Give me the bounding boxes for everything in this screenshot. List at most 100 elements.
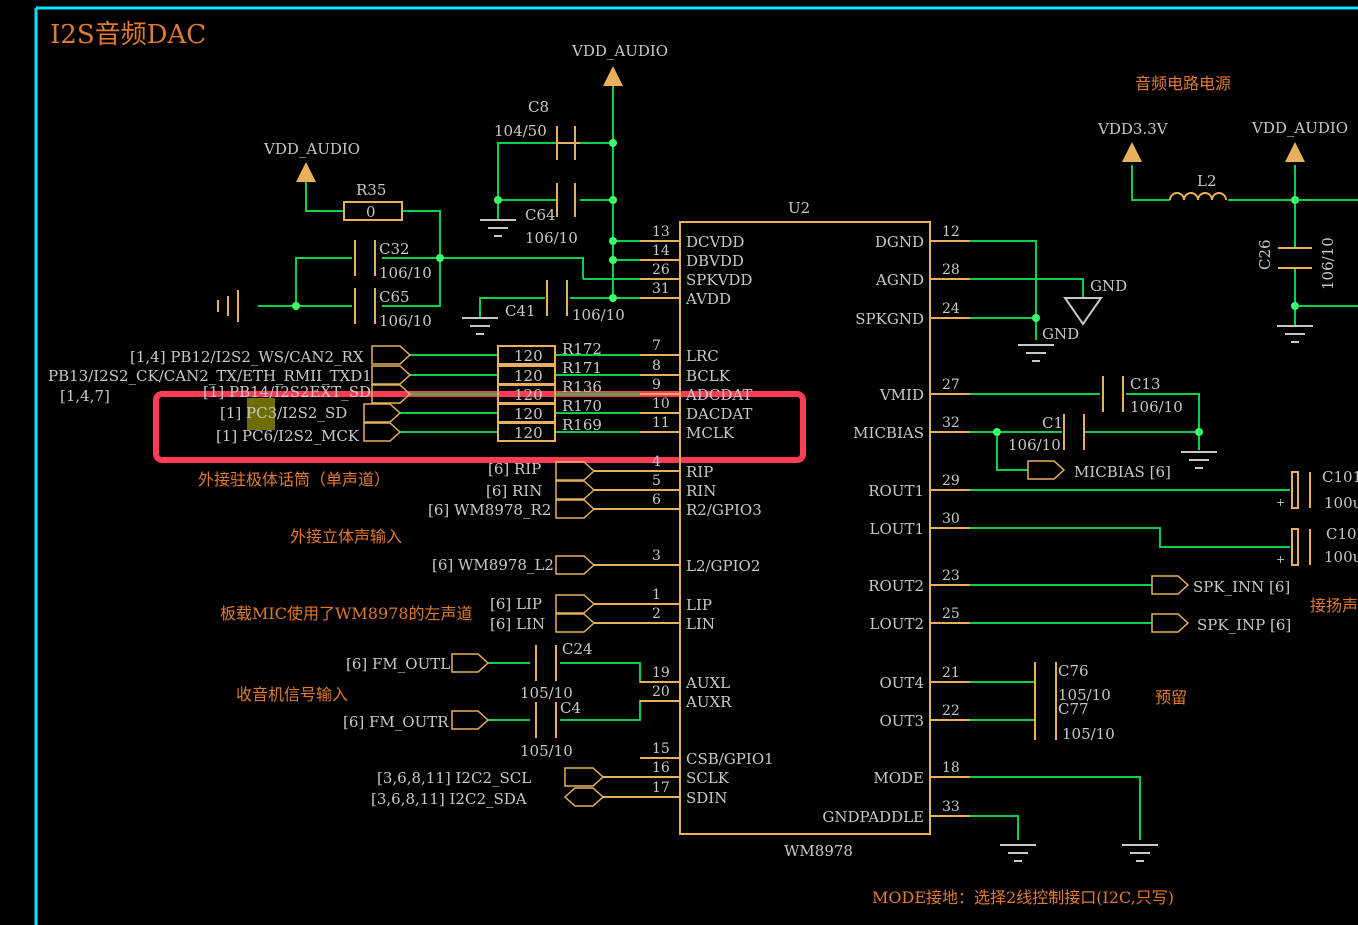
r169-ref: R169 (562, 416, 602, 434)
pin-number: 4 (652, 454, 661, 470)
r170-value: 120 (514, 405, 543, 423)
pin-number: 33 (942, 799, 960, 815)
c65-value: 106/10 (379, 312, 432, 330)
pin-name: ADCDAT (685, 386, 752, 404)
c64-value: 106/10 (525, 229, 578, 247)
pin-number: 10 (652, 396, 670, 412)
pin-number: 32 (942, 415, 960, 431)
pin-name: SPKGND (855, 310, 924, 328)
c26-value: 106/10 (1319, 237, 1337, 290)
r169-value: 120 (514, 424, 543, 442)
pin-name: SPKVDD (686, 271, 752, 289)
chip-right-pins: 12DGND28AGND24SPKGND27VMID32MICBIAS29ROU… (822, 224, 970, 826)
net-scl: [3,6,8,11] I2C2_SCL (377, 769, 531, 787)
polarity-marks: + + (1276, 496, 1285, 566)
pin-name: AUXR (685, 693, 732, 711)
comments: 音频电路电源 外接驻极体话筒（单声道） 外接立体声输入 板载MIC使用了WM89… (198, 74, 1358, 907)
chip-ref: U2 (788, 199, 810, 217)
pin-name: ROUT1 (868, 482, 924, 500)
r171-ref: R171 (562, 359, 602, 377)
pin-name: LOUT1 (870, 520, 924, 538)
gnd-dgnd: GND (1042, 325, 1079, 343)
pin-name: DACDAT (686, 405, 752, 423)
net-pb13-sheets: [1,4,7] (60, 387, 110, 405)
c4-ref: C4 (560, 699, 581, 717)
pin-name: RIN (686, 482, 716, 500)
pin-name: AGND (875, 271, 924, 289)
net-pc6: [1] PC6/I2S2_MCK (216, 427, 360, 445)
c41-value: 106/10 (572, 306, 625, 324)
pin-name: LIN (686, 615, 715, 633)
pc3-highlight (247, 398, 275, 430)
net-r2: [6] WM8978_R2 (428, 501, 551, 519)
c64-ref: C64 (525, 206, 556, 224)
pin-name: ROUT2 (868, 577, 924, 595)
c101-ref: C101 (1322, 468, 1358, 486)
r170-ref: R170 (562, 397, 602, 415)
pin-name: LOUT2 (870, 615, 924, 633)
ground-symbols (462, 219, 1313, 862)
r35-value: 0 (366, 203, 376, 221)
c1-value: 106/10 (1008, 436, 1061, 454)
pin-name: BCLK (686, 367, 731, 385)
pin-name: CSB/GPIO1 (686, 750, 774, 768)
comment-mode: MODE接地：选择2线控制接口(I2C,只写) (872, 888, 1174, 907)
net-fm-outl: [6] FM_OUTL (346, 655, 450, 673)
pin-name: SCLK (686, 769, 730, 787)
net-rip: [6] RIP (488, 460, 541, 478)
net-pb14: [1] PB14/I2S2EXT_SD (203, 383, 371, 401)
pin-name: AVDD (685, 290, 731, 308)
c24-ref: C24 (562, 640, 593, 658)
c76-ref: C76 (1058, 662, 1089, 680)
pin-number: 15 (652, 741, 670, 757)
c77-ref: C77 (1058, 700, 1089, 718)
comment-ext-mic: 外接驻极体话筒（单声道） (198, 470, 390, 489)
junctions (292, 139, 1299, 436)
c24-value: 105/10 (520, 684, 573, 702)
c8-value: 104/50 (494, 122, 547, 140)
pin-number: 19 (652, 665, 670, 681)
net-fm-outr: [6] FM_OUTR (343, 713, 449, 731)
c101-value: 100u (1324, 494, 1358, 512)
svg-text:+: + (1276, 553, 1285, 566)
pin-name: MODE (873, 769, 924, 787)
pin-name: OUT3 (880, 712, 925, 730)
c41-ref: C41 (505, 302, 536, 320)
gnd-agnd: GND (1090, 277, 1127, 295)
pin-number: 30 (942, 511, 960, 527)
pin-name: LIP (686, 596, 712, 614)
pin-number: 3 (652, 548, 661, 564)
pin-number: 21 (942, 665, 960, 681)
pin-number: 18 (942, 760, 960, 776)
pin-name: VMID (879, 386, 924, 404)
pin-number: 25 (942, 606, 960, 622)
pin-number: 8 (652, 358, 661, 374)
pin-number: 9 (652, 377, 661, 393)
net-rin: [6] RIN (486, 482, 542, 500)
pin-number: 16 (652, 760, 670, 776)
c77-value: 105/10 (1062, 725, 1115, 743)
pin-name: DBVDD (686, 252, 744, 270)
parts (217, 126, 1312, 740)
port-wires (594, 470, 680, 798)
net-lip: [6] LIP (490, 595, 542, 613)
pin-number: 26 (652, 262, 670, 278)
pin-name: OUT4 (880, 674, 925, 692)
pin-name: SDIN (686, 789, 727, 807)
labels: VDD_AUDIO VDD_AUDIO VDD3.3V VDD_AUDIO GN… (48, 42, 1358, 808)
r171-value: 120 (514, 367, 543, 385)
